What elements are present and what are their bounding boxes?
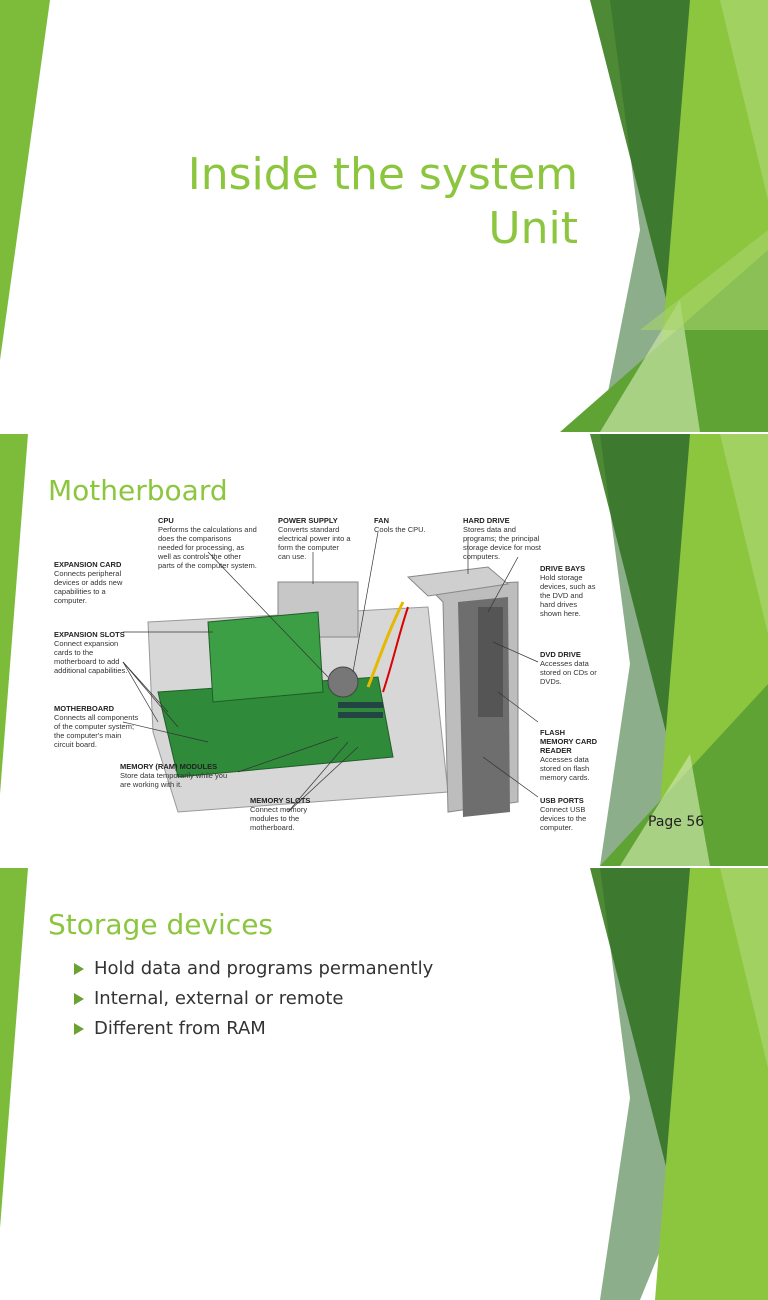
system-unit-diagram: CPU Performs the calculations and does t… — [48, 512, 601, 844]
slide-decoration — [0, 434, 768, 866]
label-usb-ports-desc: Connect USB devices to the computer. — [540, 805, 587, 832]
bullet-list: Hold data and programs permanently Inter… — [74, 954, 433, 1044]
slide-storage-devices: Storage devices Hold data and programs p… — [0, 868, 768, 1300]
label-motherboard-name: MOTHERBOARD — [54, 704, 114, 713]
bullet-text: Hold data and programs permanently — [94, 958, 434, 979]
label-cpu: CPU Performs the calculations and does t… — [158, 516, 258, 570]
slide-title-text: Inside the system Unit — [188, 148, 578, 256]
label-power-supply-name: POWER SUPPLY — [278, 516, 338, 525]
slide-motherboard: Motherboard — [0, 434, 768, 866]
label-expansion-slots-name: EXPANSION SLOTS — [54, 630, 125, 639]
bullet-item: Different from RAM — [74, 1014, 433, 1044]
computer-case-illustration — [122, 531, 539, 817]
label-usb-ports: USB PORTS Connect USB devices to the com… — [540, 796, 600, 832]
label-fan-name: FAN — [374, 516, 389, 525]
slide-heading: Storage devices — [48, 908, 274, 941]
label-expansion-card-desc: Connects peripheral devices or adds new … — [54, 569, 123, 605]
bullet-item: Hold data and programs permanently — [74, 954, 433, 984]
slide-heading: Motherboard — [48, 474, 228, 507]
label-fan: FAN Cools the CPU. — [374, 516, 434, 534]
arrow-bullet-icon — [74, 963, 84, 975]
label-power-supply: POWER SUPPLY Converts standard electrica… — [278, 516, 353, 561]
page-reference: Page 56 — [648, 814, 705, 830]
label-expansion-slots: EXPANSION SLOTS Connect expansion cards … — [54, 630, 134, 675]
label-memory-slots: MEMORY SLOTS Connect memory modules to t… — [250, 796, 320, 832]
label-hard-drive-name: HARD DRIVE — [463, 516, 510, 525]
label-memory-slots-desc: Connect memory modules to the motherboar… — [250, 805, 308, 832]
label-flash-memory: FLASH MEMORY CARD READER Accesses data s… — [540, 728, 600, 782]
label-flash-memory-name: FLASH MEMORY CARD READER — [540, 728, 598, 755]
title-line-1: Inside the system — [187, 149, 578, 200]
label-memory-slots-name: MEMORY SLOTS — [250, 796, 311, 805]
label-expansion-card-name: EXPANSION CARD — [54, 560, 122, 569]
label-power-supply-desc: Converts standard electrical power into … — [278, 525, 351, 561]
label-memory-modules: MEMORY (RAM) MODULES Store data temporar… — [120, 762, 230, 789]
label-dvd-drive: DVD DRIVE Accesses data stored on CDs or… — [540, 650, 600, 686]
label-drive-bays-desc: Hold storage devices, such as the DVD an… — [540, 573, 596, 618]
label-dvd-drive-desc: Accesses data stored on CDs or DVDs. — [540, 659, 597, 686]
arrow-bullet-icon — [74, 993, 84, 1005]
slide-title: Inside the system Unit — [0, 0, 768, 432]
label-expansion-card: EXPANSION CARD Connects peripheral devic… — [54, 560, 134, 605]
label-cpu-name: CPU — [158, 516, 174, 525]
label-cpu-desc: Performs the calculations and does the c… — [158, 525, 257, 570]
bullet-text: Different from RAM — [94, 1018, 266, 1039]
label-motherboard: MOTHERBOARD Connects all components of t… — [54, 704, 139, 749]
label-expansion-slots-desc: Connect expansion cards to the motherboa… — [54, 639, 128, 675]
label-usb-ports-name: USB PORTS — [540, 796, 584, 805]
bullet-item: Internal, external or remote — [74, 984, 433, 1014]
label-drive-bays: DRIVE BAYS Hold storage devices, such as… — [540, 564, 600, 618]
label-memory-modules-name: MEMORY (RAM) MODULES — [120, 762, 218, 771]
bullet-text: Internal, external or remote — [94, 988, 344, 1009]
arrow-bullet-icon — [74, 1023, 84, 1035]
label-memory-modules-desc: Store data temporarily while you are wor… — [120, 771, 228, 789]
label-dvd-drive-name: DVD DRIVE — [540, 650, 581, 659]
label-fan-desc: Cools the CPU. — [374, 525, 426, 534]
label-motherboard-desc: Connects all components of the computer … — [54, 713, 139, 749]
label-hard-drive: HARD DRIVE Stores data and programs; the… — [463, 516, 548, 561]
slide-decoration — [0, 0, 768, 432]
label-hard-drive-desc: Stores data and programs; the principal … — [463, 525, 541, 561]
label-drive-bays-name: DRIVE BAYS — [540, 564, 586, 573]
title-line-2: Unit — [488, 203, 578, 254]
label-flash-memory-desc: Accesses data stored on flash memory car… — [540, 755, 590, 782]
